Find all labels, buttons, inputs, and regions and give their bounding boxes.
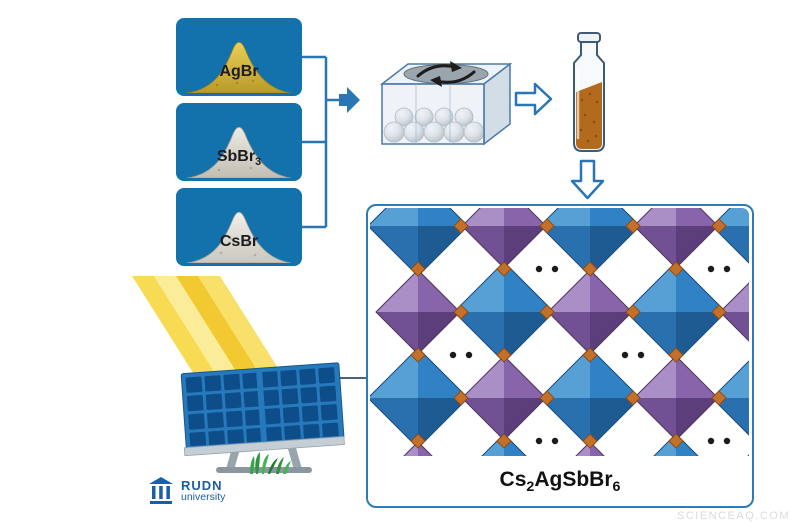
rudn-logo-subtitle: university: [181, 491, 226, 504]
rudn-logo-icon: [149, 477, 173, 504]
powder-pile-silver: [187, 126, 291, 178]
arrow-down-outline-icon: [570, 159, 605, 200]
arrow-right-outline-icon: [514, 82, 553, 116]
arrow-right-icon: [339, 87, 360, 113]
powder-pile-white: [187, 211, 291, 263]
ball-mill: [379, 61, 513, 146]
panel-frame: [183, 436, 345, 457]
powder-pile-gold: [187, 41, 291, 93]
panel-module: [180, 362, 345, 457]
reagent-box-agbr: AgBr: [176, 18, 302, 96]
reagent-box-sbbr3: SbBr3: [176, 103, 302, 181]
crystal-structure-canvas: [370, 208, 749, 456]
reagent-label-csbr: CsBr: [219, 232, 259, 250]
connector-bracket: [302, 55, 360, 229]
product-formula: Cs2AgSbBr6: [499, 467, 621, 495]
panel-box-connector-line: [337, 377, 366, 379]
powder-speckles: [579, 92, 599, 143]
solar-panel: [180, 362, 345, 474]
crystal-structure-box: Cs2AgSbBr6: [366, 204, 754, 508]
rudn-logo-title: RUDN: [181, 477, 223, 493]
cs-atoms: [449, 265, 731, 445]
crystal-structure: [370, 208, 749, 456]
rudn-logo-text: RUDN university: [181, 479, 225, 504]
reagent-label-agbr: AgBr: [219, 62, 259, 80]
product-vial: [573, 32, 605, 152]
octahedra-lattice: [370, 208, 749, 456]
grass: [250, 452, 291, 474]
reagent-box-csbr: CsBr: [176, 188, 302, 266]
mill-lid: [403, 64, 489, 84]
vial-rim: [577, 32, 601, 43]
reagent-label-sbbr3: SbBr3: [216, 147, 262, 168]
rotation-arrowheads: [430, 61, 462, 87]
mill-front-face: [381, 83, 485, 145]
watermark: SCIENCEAQ.COM: [676, 510, 790, 522]
vial-powder: [576, 82, 602, 149]
rudn-logo: RUDN university: [148, 476, 225, 506]
